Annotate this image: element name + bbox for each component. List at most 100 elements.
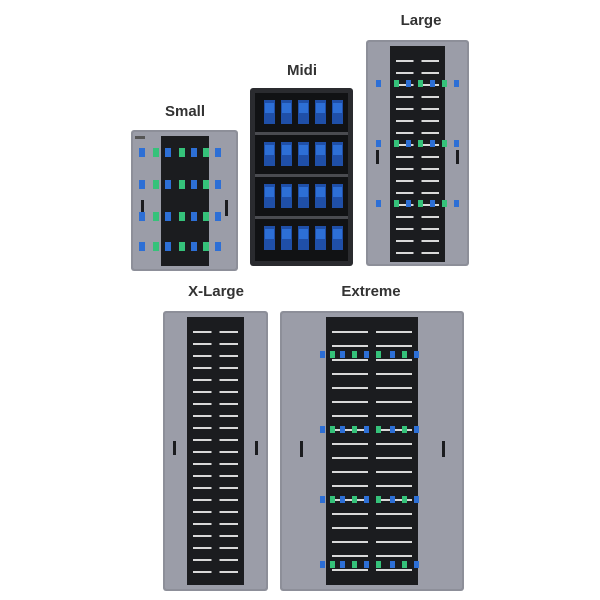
device-screen [414,496,419,503]
device-screen [390,426,395,433]
slot-rail [219,499,238,501]
device-screen [364,561,369,568]
slot-rail [193,355,212,357]
device-screen [430,140,435,147]
slot-rail [332,359,368,361]
device-screen [340,561,345,568]
device-screen [282,187,291,197]
slot-rail [193,343,212,345]
device-screen [320,561,325,568]
slot-rail [332,401,368,403]
device-screen [320,496,325,503]
slot-rail [219,331,238,333]
slot-rail [193,571,212,573]
slot-rail [421,60,439,62]
cabinet-small-image [131,130,238,271]
slot-rail [219,547,238,549]
cabinet-midi [250,88,353,266]
slot-rail [193,331,212,333]
slot-rail [376,345,412,347]
slot-rail [376,359,412,361]
slot-rail [376,457,412,459]
device-screen [179,212,185,221]
slot-rail [396,144,414,146]
device-screen [333,145,342,155]
device-screen [376,426,381,433]
slot-rail [396,132,414,134]
slot-rail [396,204,414,206]
slot-rail [421,252,439,254]
device-screen [454,80,459,87]
device-screen [215,242,221,251]
slot-rail [219,559,238,561]
device-screen [179,180,185,189]
slot-rail [421,120,439,122]
cabinet-small [131,130,238,271]
slot-rail [332,443,368,445]
slot-rail [421,228,439,230]
device-screen [165,212,171,221]
device-screen [390,351,395,358]
slot-rail [396,156,414,158]
device-screen [153,242,159,251]
device-screen [330,351,335,358]
device-screen [376,140,381,147]
slot-rail [396,192,414,194]
device-screen [330,496,335,503]
slot-rail [332,499,368,501]
slot-rail [332,513,368,515]
device-screen [364,426,369,433]
device-screen [406,80,411,87]
device-screen [442,140,447,147]
device-screen [139,212,145,221]
device-screen [191,180,197,189]
slot-rail [332,471,368,473]
device-screen [191,212,197,221]
device-screen [442,200,447,207]
slot-rail [193,463,212,465]
device-screen [165,180,171,189]
device-screen [394,140,399,147]
slot-rail [396,228,414,230]
device-screen [282,229,291,239]
slot-rail [193,439,212,441]
cabinet-extreme [280,311,464,591]
slot-rail [193,427,212,429]
cabinet-midi-image [250,88,353,266]
device-screen [316,145,325,155]
device-screen [406,200,411,207]
device-screen [364,351,369,358]
device-screen [376,80,381,87]
device-screen [352,561,357,568]
slot-rail [396,180,414,182]
slot-rail [396,84,414,86]
slot-rail [396,216,414,218]
slot-rail [193,547,212,549]
device-screen [376,561,381,568]
device-screen [394,80,399,87]
device-screen [316,229,325,239]
device-screen [215,212,221,221]
device-screen [352,426,357,433]
slot-rail [396,72,414,74]
slot-rail [421,192,439,194]
device-screen [402,561,407,568]
device-screen [333,229,342,239]
slot-rail [421,72,439,74]
device-screen [153,180,159,189]
slot-rail [193,415,212,417]
slot-rail [376,485,412,487]
device-screen [333,103,342,113]
cabinet-large [366,40,469,266]
device-screen [340,496,345,503]
device-screen [430,200,435,207]
device-screen [282,145,291,155]
device-screen [390,496,395,503]
device-screen [153,212,159,221]
device-screen [454,200,459,207]
device-screen [364,496,369,503]
slot-rail [332,373,368,375]
cabinet-extreme-image [280,311,464,591]
device-screen [333,187,342,197]
slot-rail [219,427,238,429]
